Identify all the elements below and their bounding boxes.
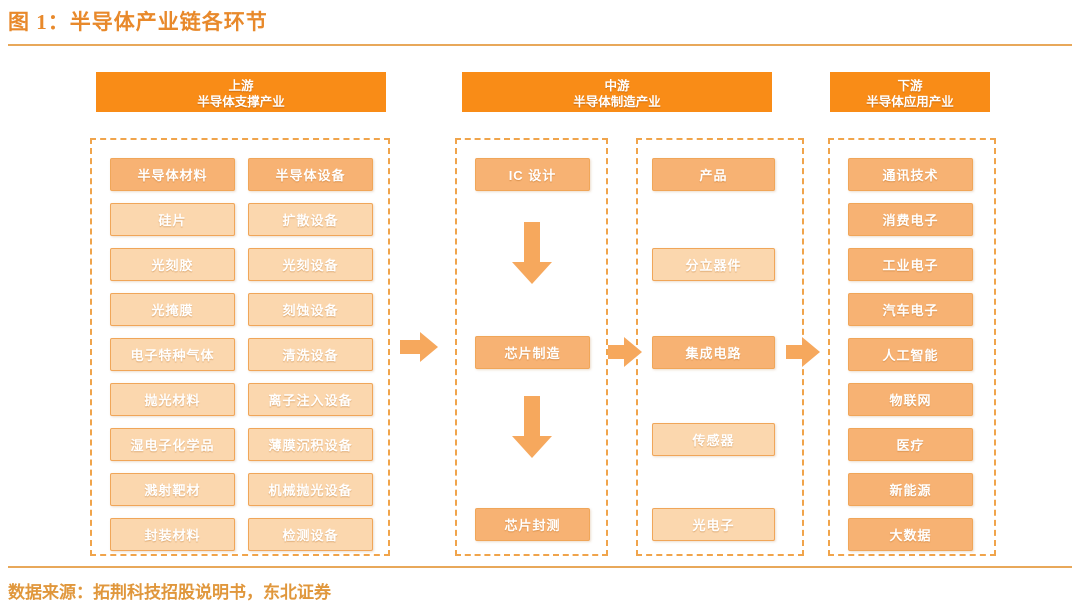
node-upstream-equipment-5[interactable]: 离子注入设备 [248,383,373,416]
node-midstream-product-1[interactable]: 分立器件 [652,248,775,281]
node-downstream-app-2[interactable]: 工业电子 [848,248,973,281]
node-label: IC 设计 [508,168,557,183]
midstream-header-main: 中游 [604,79,630,93]
node-label: 电子特种气体 [130,348,215,363]
node-upstream-material-6[interactable]: 湿电子化学品 [110,428,235,461]
node-label: 物联网 [889,393,932,408]
node-label: 光刻胶 [151,258,194,273]
node-label: 光电子 [692,518,735,533]
node-downstream-app-1[interactable]: 消费电子 [848,203,973,236]
node-downstream-app-8[interactable]: 大数据 [848,518,973,551]
node-midstream-product-2[interactable]: 集成电路 [652,336,775,369]
arrow-down-icon-fab-to-package [512,396,552,460]
region-midstream-process [455,138,608,556]
node-label: 汽车电子 [882,303,939,318]
arrow-right-icon-upstream-to-midstream [400,332,440,362]
node-label: 抛光材料 [144,393,201,408]
page-title: 图 1：半导体产业链各环节 [8,10,268,34]
node-label: 半导体设备 [275,168,346,183]
node-upstream-material-3[interactable]: 光掩膜 [110,293,235,326]
node-midstream-product-3[interactable]: 传感器 [652,423,775,456]
node-downstream-app-7[interactable]: 新能源 [848,473,973,506]
node-upstream-material-1[interactable]: 硅片 [110,203,235,236]
section-header-upstream: 上游 半导体支撑产业 [96,72,386,112]
node-midstream-process-2[interactable]: 芯片封测 [475,508,590,541]
node-downstream-app-0[interactable]: 通讯技术 [848,158,973,191]
node-upstream-equipment-6[interactable]: 薄膜沉积设备 [248,428,373,461]
node-label: 分立器件 [685,258,742,273]
node-upstream-material-7[interactable]: 溅射靶材 [110,473,235,506]
node-midstream-process-1[interactable]: 芯片制造 [475,336,590,369]
footer-divider [8,566,1072,568]
source-note: 数据来源：拓荆科技招股说明书，东北证券 [8,583,331,602]
node-upstream-equipment-8[interactable]: 检测设备 [248,518,373,551]
section-header-midstream: 中游 半导体制造产业 [462,72,772,112]
node-upstream-equipment-4[interactable]: 清洗设备 [248,338,373,371]
node-label: 人工智能 [882,348,939,363]
node-label: 扩散设备 [282,213,339,228]
node-label: 光刻设备 [282,258,339,273]
node-upstream-equipment-2[interactable]: 光刻设备 [248,248,373,281]
node-label: 集成电路 [685,346,742,361]
node-downstream-app-3[interactable]: 汽车电子 [848,293,973,326]
upstream-header-main: 上游 [228,79,254,93]
node-label: 新能源 [889,483,932,498]
region-downstream [828,138,996,556]
node-upstream-material-8[interactable]: 封装材料 [110,518,235,551]
node-upstream-equipment-0[interactable]: 半导体设备 [248,158,373,191]
arrow-right-icon-process-to-products [608,337,644,367]
downstream-header-sub: 半导体应用产业 [866,95,954,109]
node-downstream-app-5[interactable]: 物联网 [848,383,973,416]
node-downstream-app-4[interactable]: 人工智能 [848,338,973,371]
node-label: 传感器 [692,433,735,448]
node-label: 芯片封测 [504,518,561,533]
node-label: 检测设备 [282,528,339,543]
node-upstream-equipment-1[interactable]: 扩散设备 [248,203,373,236]
node-upstream-equipment-7[interactable]: 机械抛光设备 [248,473,373,506]
node-label: 工业电子 [882,258,939,273]
node-upstream-material-0[interactable]: 半导体材料 [110,158,235,191]
node-upstream-material-4[interactable]: 电子特种气体 [110,338,235,371]
node-label: 消费电子 [882,213,939,228]
node-label: 通讯技术 [882,168,939,183]
node-label: 半导体材料 [137,168,208,183]
arrow-down-icon-ic-design-to-fab [512,222,552,286]
node-label: 薄膜沉积设备 [268,438,353,453]
node-label: 清洗设备 [282,348,339,363]
arrow-right-icon-midstream-to-downstream [786,337,822,367]
node-upstream-material-2[interactable]: 光刻胶 [110,248,235,281]
node-label: 刻蚀设备 [282,303,339,318]
node-label: 光掩膜 [151,303,194,318]
node-label: 产品 [699,168,728,183]
section-header-downstream: 下游 半导体应用产业 [830,72,990,112]
node-midstream-product-4[interactable]: 光电子 [652,508,775,541]
node-label: 离子注入设备 [268,393,353,408]
node-upstream-material-5[interactable]: 抛光材料 [110,383,235,416]
node-upstream-equipment-3[interactable]: 刻蚀设备 [248,293,373,326]
node-label: 硅片 [158,213,187,228]
title-divider [8,44,1072,46]
node-label: 机械抛光设备 [268,483,353,498]
node-label: 封装材料 [144,528,201,543]
node-midstream-product-0[interactable]: 产品 [652,158,775,191]
node-label: 芯片制造 [504,346,561,361]
node-label: 溅射靶材 [144,483,201,498]
midstream-header-sub: 半导体制造产业 [573,95,661,109]
node-label: 湿电子化学品 [130,438,215,453]
node-downstream-app-6[interactable]: 医疗 [848,428,973,461]
downstream-header-main: 下游 [897,79,923,93]
node-midstream-process-0[interactable]: IC 设计 [475,158,590,191]
region-upstream [90,138,390,556]
node-label: 大数据 [889,528,932,543]
node-label: 医疗 [896,438,925,453]
upstream-header-sub: 半导体支撑产业 [197,95,285,109]
